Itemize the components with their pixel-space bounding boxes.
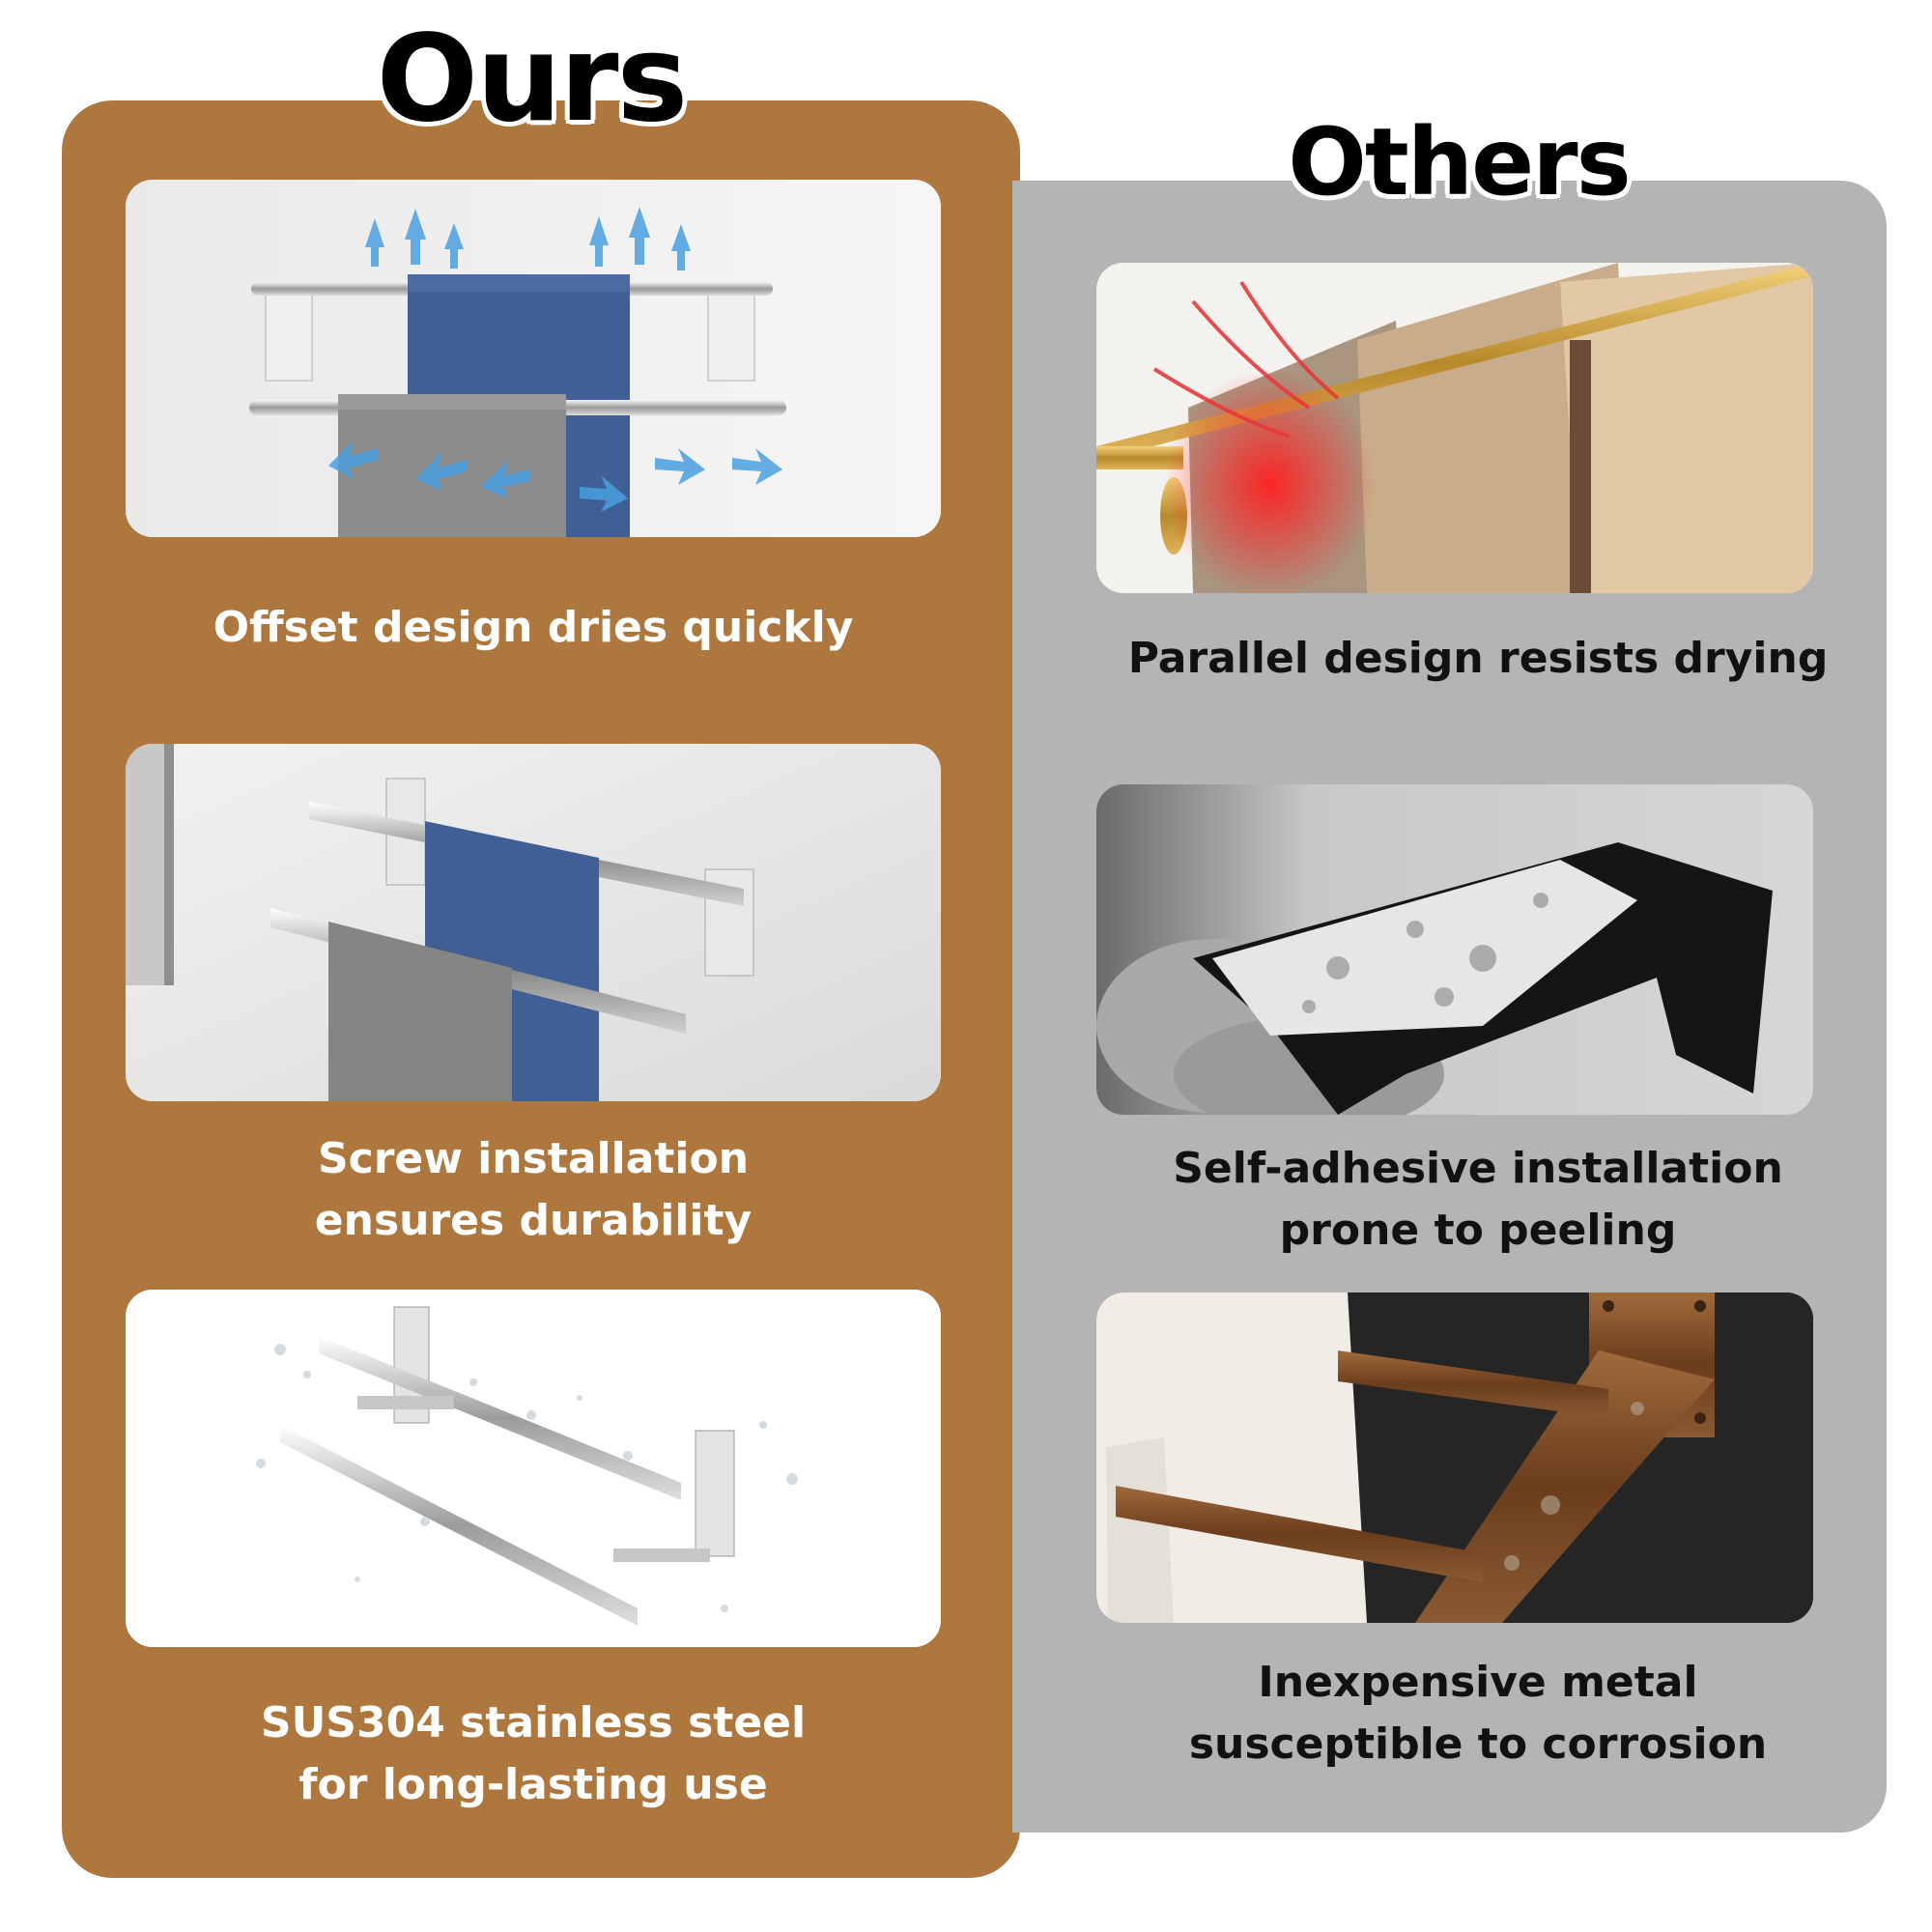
others-adhesive-mount-photo <box>1096 784 1813 1115</box>
others-heading: Others <box>1288 108 1631 216</box>
stainless-rack-illustration <box>126 1290 941 1647</box>
others-feature-caption-3: Inexpensive metal susceptible to corrosi… <box>1063 1652 1893 1776</box>
caption-line: SUS304 stainless steel <box>260 1698 807 1747</box>
caption-line: prone to peeling <box>1279 1206 1677 1255</box>
caption-line: Offset design dries quickly <box>213 603 854 652</box>
rusty-rack-illustration <box>1096 1293 1813 1623</box>
caption-line: Inexpensive metal <box>1258 1658 1698 1707</box>
caption-line: Parallel design resists drying <box>1127 634 1829 683</box>
ours-stainless-rack-photo <box>126 1290 941 1647</box>
ours-feature-caption-3: SUS304 stainless steel for long-lasting … <box>126 1692 941 1816</box>
ours-screw-rack-photo <box>126 744 941 1101</box>
others-parallel-rack-photo <box>1096 263 1813 593</box>
ours-heading: Ours <box>376 10 689 149</box>
ours-feature-caption-2: Screw installation ensures durability <box>126 1128 941 1252</box>
screw-rack-illustration <box>126 744 941 1101</box>
caption-line: Screw installation <box>317 1134 750 1183</box>
caption-line: Self-adhesive installation <box>1173 1144 1783 1193</box>
ours-offset-rack-photo <box>126 180 941 537</box>
others-feature-caption-2: Self-adhesive installation prone to peel… <box>1063 1138 1893 1262</box>
others-feature-caption-1: Parallel design resists drying <box>1063 628 1893 690</box>
parallel-rack-illustration <box>1096 263 1813 593</box>
adhesive-mount-illustration <box>1096 784 1813 1115</box>
ours-feature-caption-1: Offset design dries quickly <box>126 597 941 659</box>
offset-rack-illustration <box>126 180 941 537</box>
others-rusty-rack-photo <box>1096 1293 1813 1623</box>
caption-line: ensures durability <box>314 1196 753 1245</box>
caption-line: susceptible to corrosion <box>1188 1719 1768 1769</box>
caption-line: for long-lasting use <box>298 1760 768 1809</box>
